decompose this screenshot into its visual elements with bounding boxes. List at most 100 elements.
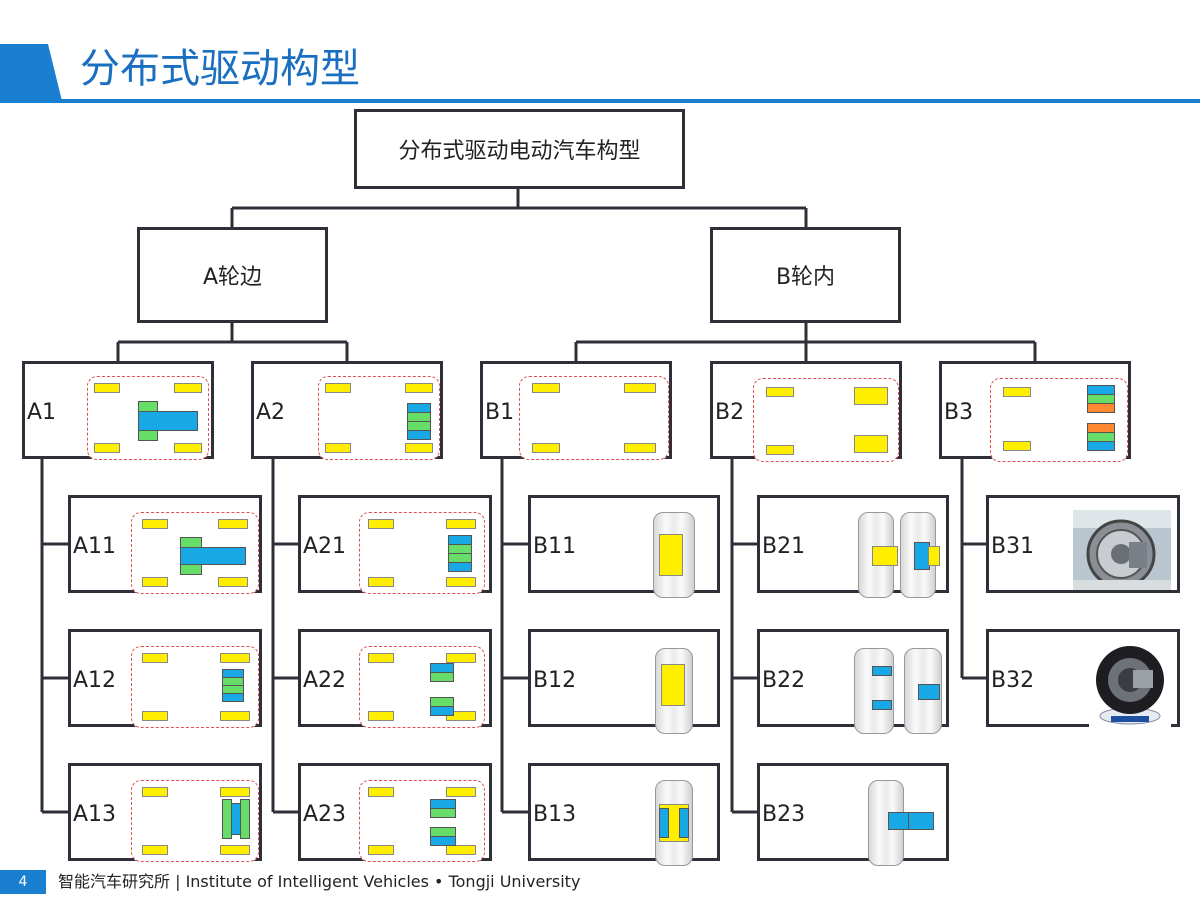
wheel-icon: [142, 653, 168, 663]
node-b32: B32: [986, 629, 1180, 728]
motor-icon: [430, 672, 454, 682]
differential-icon: [138, 411, 198, 431]
node-b22-label: B22: [762, 668, 806, 693]
node-b21: B21: [757, 495, 949, 598]
wheel-icon: [532, 443, 560, 453]
footer-institution: 智能汽车研究所 | Institute of Intelligent Vehic…: [58, 872, 581, 891]
node-a21: A21: [298, 495, 492, 594]
node-a13-label: A13: [73, 802, 117, 827]
node-b3-label: B3: [944, 400, 974, 425]
gear-icon: [679, 808, 689, 838]
wheel-icon: [174, 383, 202, 393]
motor-icon: [928, 546, 940, 566]
wheel-icon: [1003, 387, 1031, 397]
root-label: 分布式驱动电动汽车构型: [398, 139, 641, 164]
node-b3: B3: [939, 361, 1131, 462]
wheel-icon: [446, 845, 476, 855]
page-title: 分布式驱动构型: [80, 46, 360, 92]
node-b13-label: B13: [533, 802, 577, 827]
gear-icon: [888, 812, 910, 830]
node-a13: A13: [68, 763, 262, 862]
node-a2: A2: [251, 361, 443, 460]
wheel-icon: [142, 845, 168, 855]
a12-schematic: [131, 646, 259, 728]
wheel-icon: [368, 653, 394, 663]
branch-a-label: A轮边: [202, 265, 263, 290]
wheel-icon: [532, 383, 560, 393]
motor-icon: [430, 808, 456, 818]
gear-icon: [448, 562, 472, 572]
node-b21-label: B21: [762, 534, 806, 559]
wheel-icon: [1003, 441, 1031, 451]
wheel-icon: [325, 443, 351, 453]
a11-schematic: [131, 512, 259, 594]
node-b22: B22: [757, 629, 949, 734]
wheel-icon: [142, 577, 168, 587]
node-a11-label: A11: [73, 534, 117, 559]
wheel-icon: [220, 845, 250, 855]
wheel-icon: [220, 653, 250, 663]
node-b12-label: B12: [533, 668, 577, 693]
a22-schematic: [359, 646, 485, 728]
motor-icon: [138, 430, 158, 441]
motor-icon: [624, 443, 656, 453]
active-wheel-photo: [1089, 642, 1171, 728]
wheel-icon: [174, 443, 202, 453]
node-b31-label: B31: [991, 534, 1035, 559]
branch-b-label: B轮内: [775, 265, 836, 290]
differential-icon: [180, 547, 246, 565]
node-a22-label: A22: [303, 668, 347, 693]
gear-icon: [222, 693, 244, 702]
root-node: 分布式驱动电动汽车构型: [354, 109, 685, 189]
wheel-icon: [94, 443, 120, 453]
wheel-icon: [368, 519, 394, 529]
node-b1: B1: [480, 361, 672, 460]
wheel-icon: [446, 519, 476, 529]
tire-icon: [854, 648, 894, 734]
wheel-icon: [405, 383, 433, 393]
node-a23: A23: [298, 763, 492, 862]
node-b2: B2: [710, 361, 902, 462]
gear-icon: [908, 812, 934, 830]
b1-schematic: [519, 376, 669, 460]
node-a1: A1: [22, 361, 214, 460]
gear-icon: [872, 666, 892, 676]
a2-schematic: [318, 376, 440, 460]
wheel-icon: [446, 577, 476, 587]
a23-schematic: [359, 780, 485, 862]
a1-schematic: [87, 376, 209, 460]
node-a22: A22: [298, 629, 492, 728]
wheel-icon: [446, 653, 476, 663]
node-a23-label: A23: [303, 802, 347, 827]
wheel-icon: [142, 711, 168, 721]
header-divider: [0, 99, 1200, 103]
branch-b-node: B轮内: [710, 227, 901, 323]
wheel-icon: [368, 577, 394, 587]
motor-icon: [1087, 441, 1115, 451]
node-a12-label: A12: [73, 668, 117, 693]
motor-icon: [240, 799, 250, 839]
motor-icon: [624, 383, 656, 393]
wheel-icon: [446, 787, 476, 797]
node-a21-label: A21: [303, 534, 347, 559]
wheel-icon: [142, 787, 168, 797]
node-b31: B31: [986, 495, 1180, 593]
wheel-icon: [325, 383, 351, 393]
motor-icon: [854, 387, 888, 405]
wheel-icon: [368, 845, 394, 855]
motor-icon: [854, 435, 888, 453]
b2-schematic: [753, 378, 899, 462]
b3-schematic: [990, 378, 1128, 462]
wheel-icon: [766, 387, 794, 397]
node-a2-label: A2: [256, 400, 286, 425]
wheel-icon: [218, 577, 248, 587]
node-a12: A12: [68, 629, 262, 728]
node-a1-label: A1: [27, 400, 57, 425]
page-number: 4: [0, 870, 46, 894]
motor-icon: [661, 664, 685, 706]
node-b13: B13: [528, 763, 720, 866]
wheel-icon: [368, 711, 394, 721]
wheel-icon: [218, 519, 248, 529]
wheel-icon: [142, 519, 168, 529]
